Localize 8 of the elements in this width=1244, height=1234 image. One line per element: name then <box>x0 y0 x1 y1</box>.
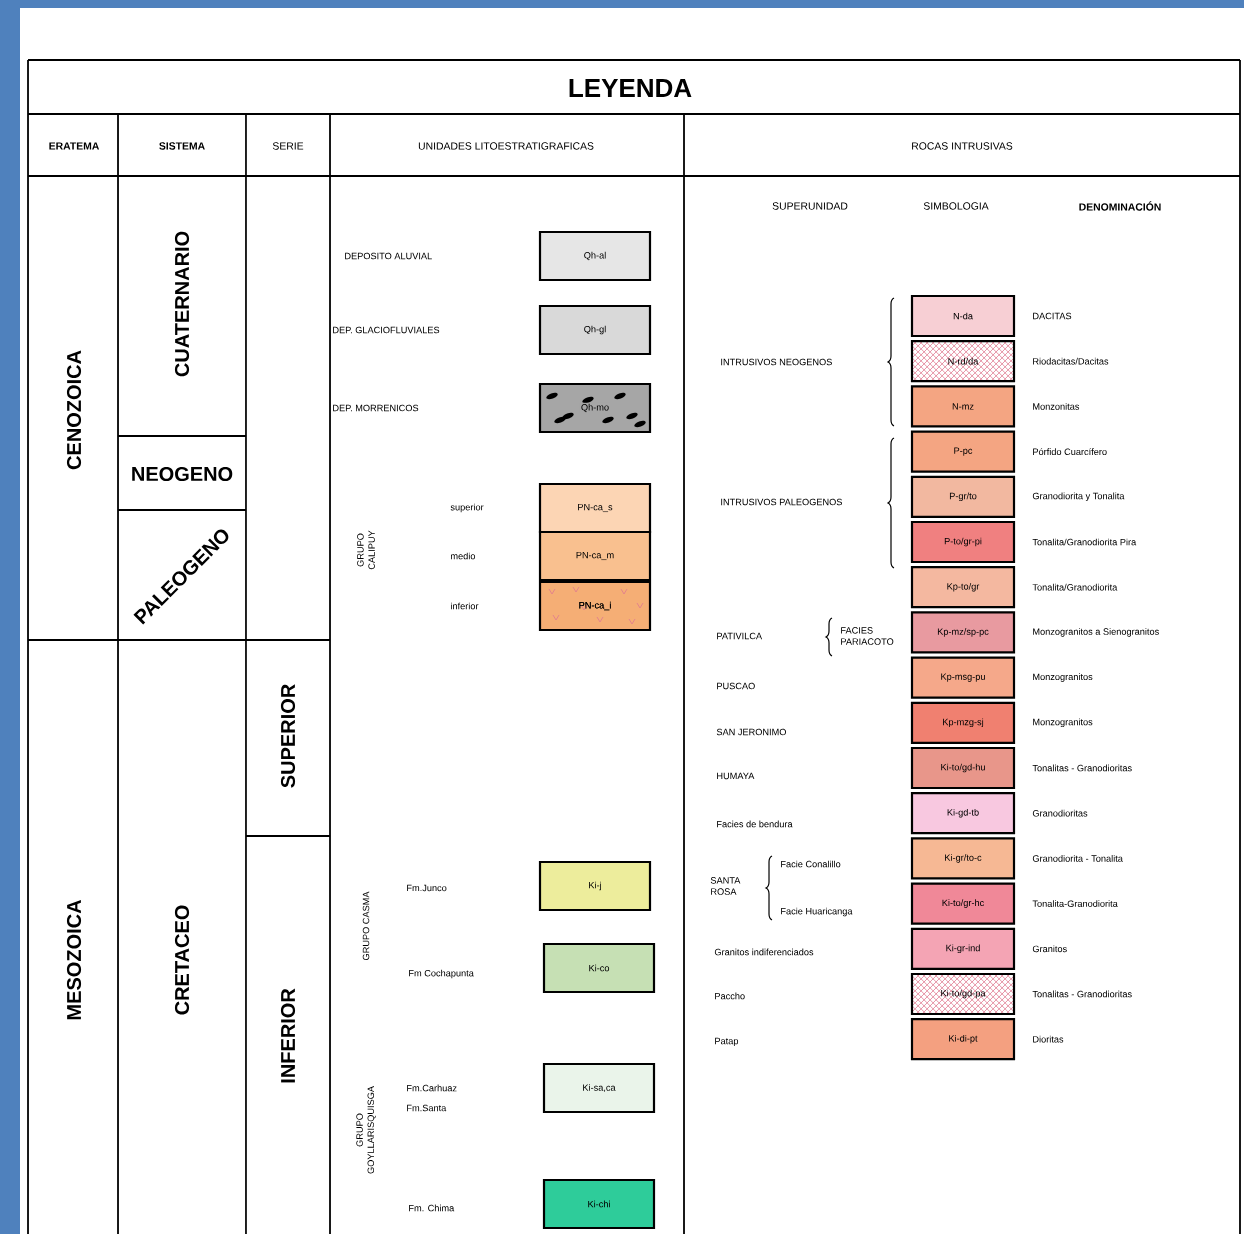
label: INFERIOR <box>280 988 296 1083</box>
label: MESOZOICA <box>66 899 82 1020</box>
title: LEYENDA <box>569 79 692 97</box>
label: SUPERIOR <box>280 684 296 788</box>
label: NEOGENO <box>132 466 233 482</box>
label: CRETACEO <box>174 905 190 1015</box>
label: CUATERNARIO <box>174 231 190 377</box>
label: CENOZOICA <box>66 350 82 470</box>
